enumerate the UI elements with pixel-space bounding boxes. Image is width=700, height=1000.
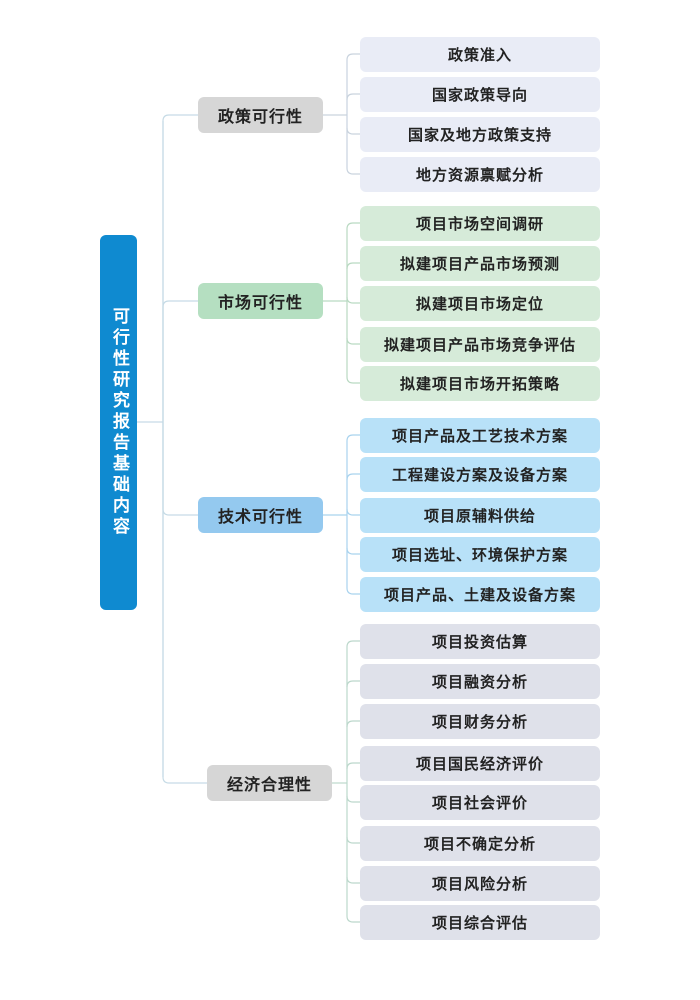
connector — [346, 547, 360, 555]
connector — [346, 262, 360, 270]
connector — [346, 337, 360, 345]
branch-technical[interactable]: 技术可行性 — [198, 497, 323, 533]
connector — [346, 93, 360, 101]
connector — [162, 300, 198, 308]
leaf-market[interactable]: 拟建项目产品市场竞争评估 — [360, 327, 600, 362]
connector — [346, 222, 360, 230]
connector — [346, 640, 360, 648]
connector — [162, 114, 198, 122]
leaf-economic[interactable]: 项目社会评价 — [360, 785, 600, 820]
leaf-economic[interactable]: 项目国民经济评价 — [360, 746, 600, 781]
leaf-market[interactable]: 拟建项目市场开拓策略 — [360, 366, 600, 401]
leaf-policy[interactable]: 政策准入 — [360, 37, 600, 72]
leaf-economic[interactable]: 项目投资估算 — [360, 624, 600, 659]
connector — [346, 296, 360, 304]
connector — [346, 587, 360, 595]
connector — [346, 915, 360, 923]
leaf-economic[interactable]: 项目融资分析 — [360, 664, 600, 699]
leaf-technical[interactable]: 工程建设方案及设备方案 — [360, 457, 600, 492]
root-node[interactable]: 可行性研究报告基础内容 — [100, 235, 137, 610]
leaf-technical[interactable]: 项目产品及工艺技术方案 — [360, 418, 600, 453]
root-label: 可行性研究报告基础内容 — [109, 307, 129, 538]
connector — [346, 795, 360, 803]
connector — [346, 53, 360, 61]
leaf-market[interactable]: 拟建项目市场定位 — [360, 286, 600, 321]
leaf-policy[interactable]: 国家政策导向 — [360, 77, 600, 112]
connector — [346, 720, 360, 728]
connector — [346, 167, 360, 175]
connector — [162, 508, 198, 516]
connector — [162, 776, 207, 784]
leaf-technical[interactable]: 项目原辅料供给 — [360, 498, 600, 533]
connector — [346, 680, 360, 688]
connector — [346, 127, 360, 135]
leaf-market[interactable]: 项目市场空间调研 — [360, 206, 600, 241]
connector — [346, 434, 360, 442]
connector — [346, 508, 360, 516]
leaf-economic[interactable]: 项目不确定分析 — [360, 826, 600, 861]
connector — [346, 762, 360, 770]
connector — [346, 473, 360, 481]
connector — [346, 836, 360, 844]
leaf-economic[interactable]: 项目风险分析 — [360, 866, 600, 901]
branch-economic[interactable]: 经济合理性 — [207, 765, 332, 801]
branch-market[interactable]: 市场可行性 — [198, 283, 323, 319]
leaf-policy[interactable]: 国家及地方政策支持 — [360, 117, 600, 152]
connector — [346, 876, 360, 884]
leaf-policy[interactable]: 地方资源禀赋分析 — [360, 157, 600, 192]
leaf-economic[interactable]: 项目财务分析 — [360, 704, 600, 739]
leaf-economic[interactable]: 项目综合评估 — [360, 905, 600, 940]
branch-policy[interactable]: 政策可行性 — [198, 97, 323, 133]
leaf-technical[interactable]: 项目产品、土建及设备方案 — [360, 577, 600, 612]
leaf-market[interactable]: 拟建项目产品市场预测 — [360, 246, 600, 281]
leaf-technical[interactable]: 项目选址、环境保护方案 — [360, 537, 600, 572]
connector — [346, 376, 360, 384]
